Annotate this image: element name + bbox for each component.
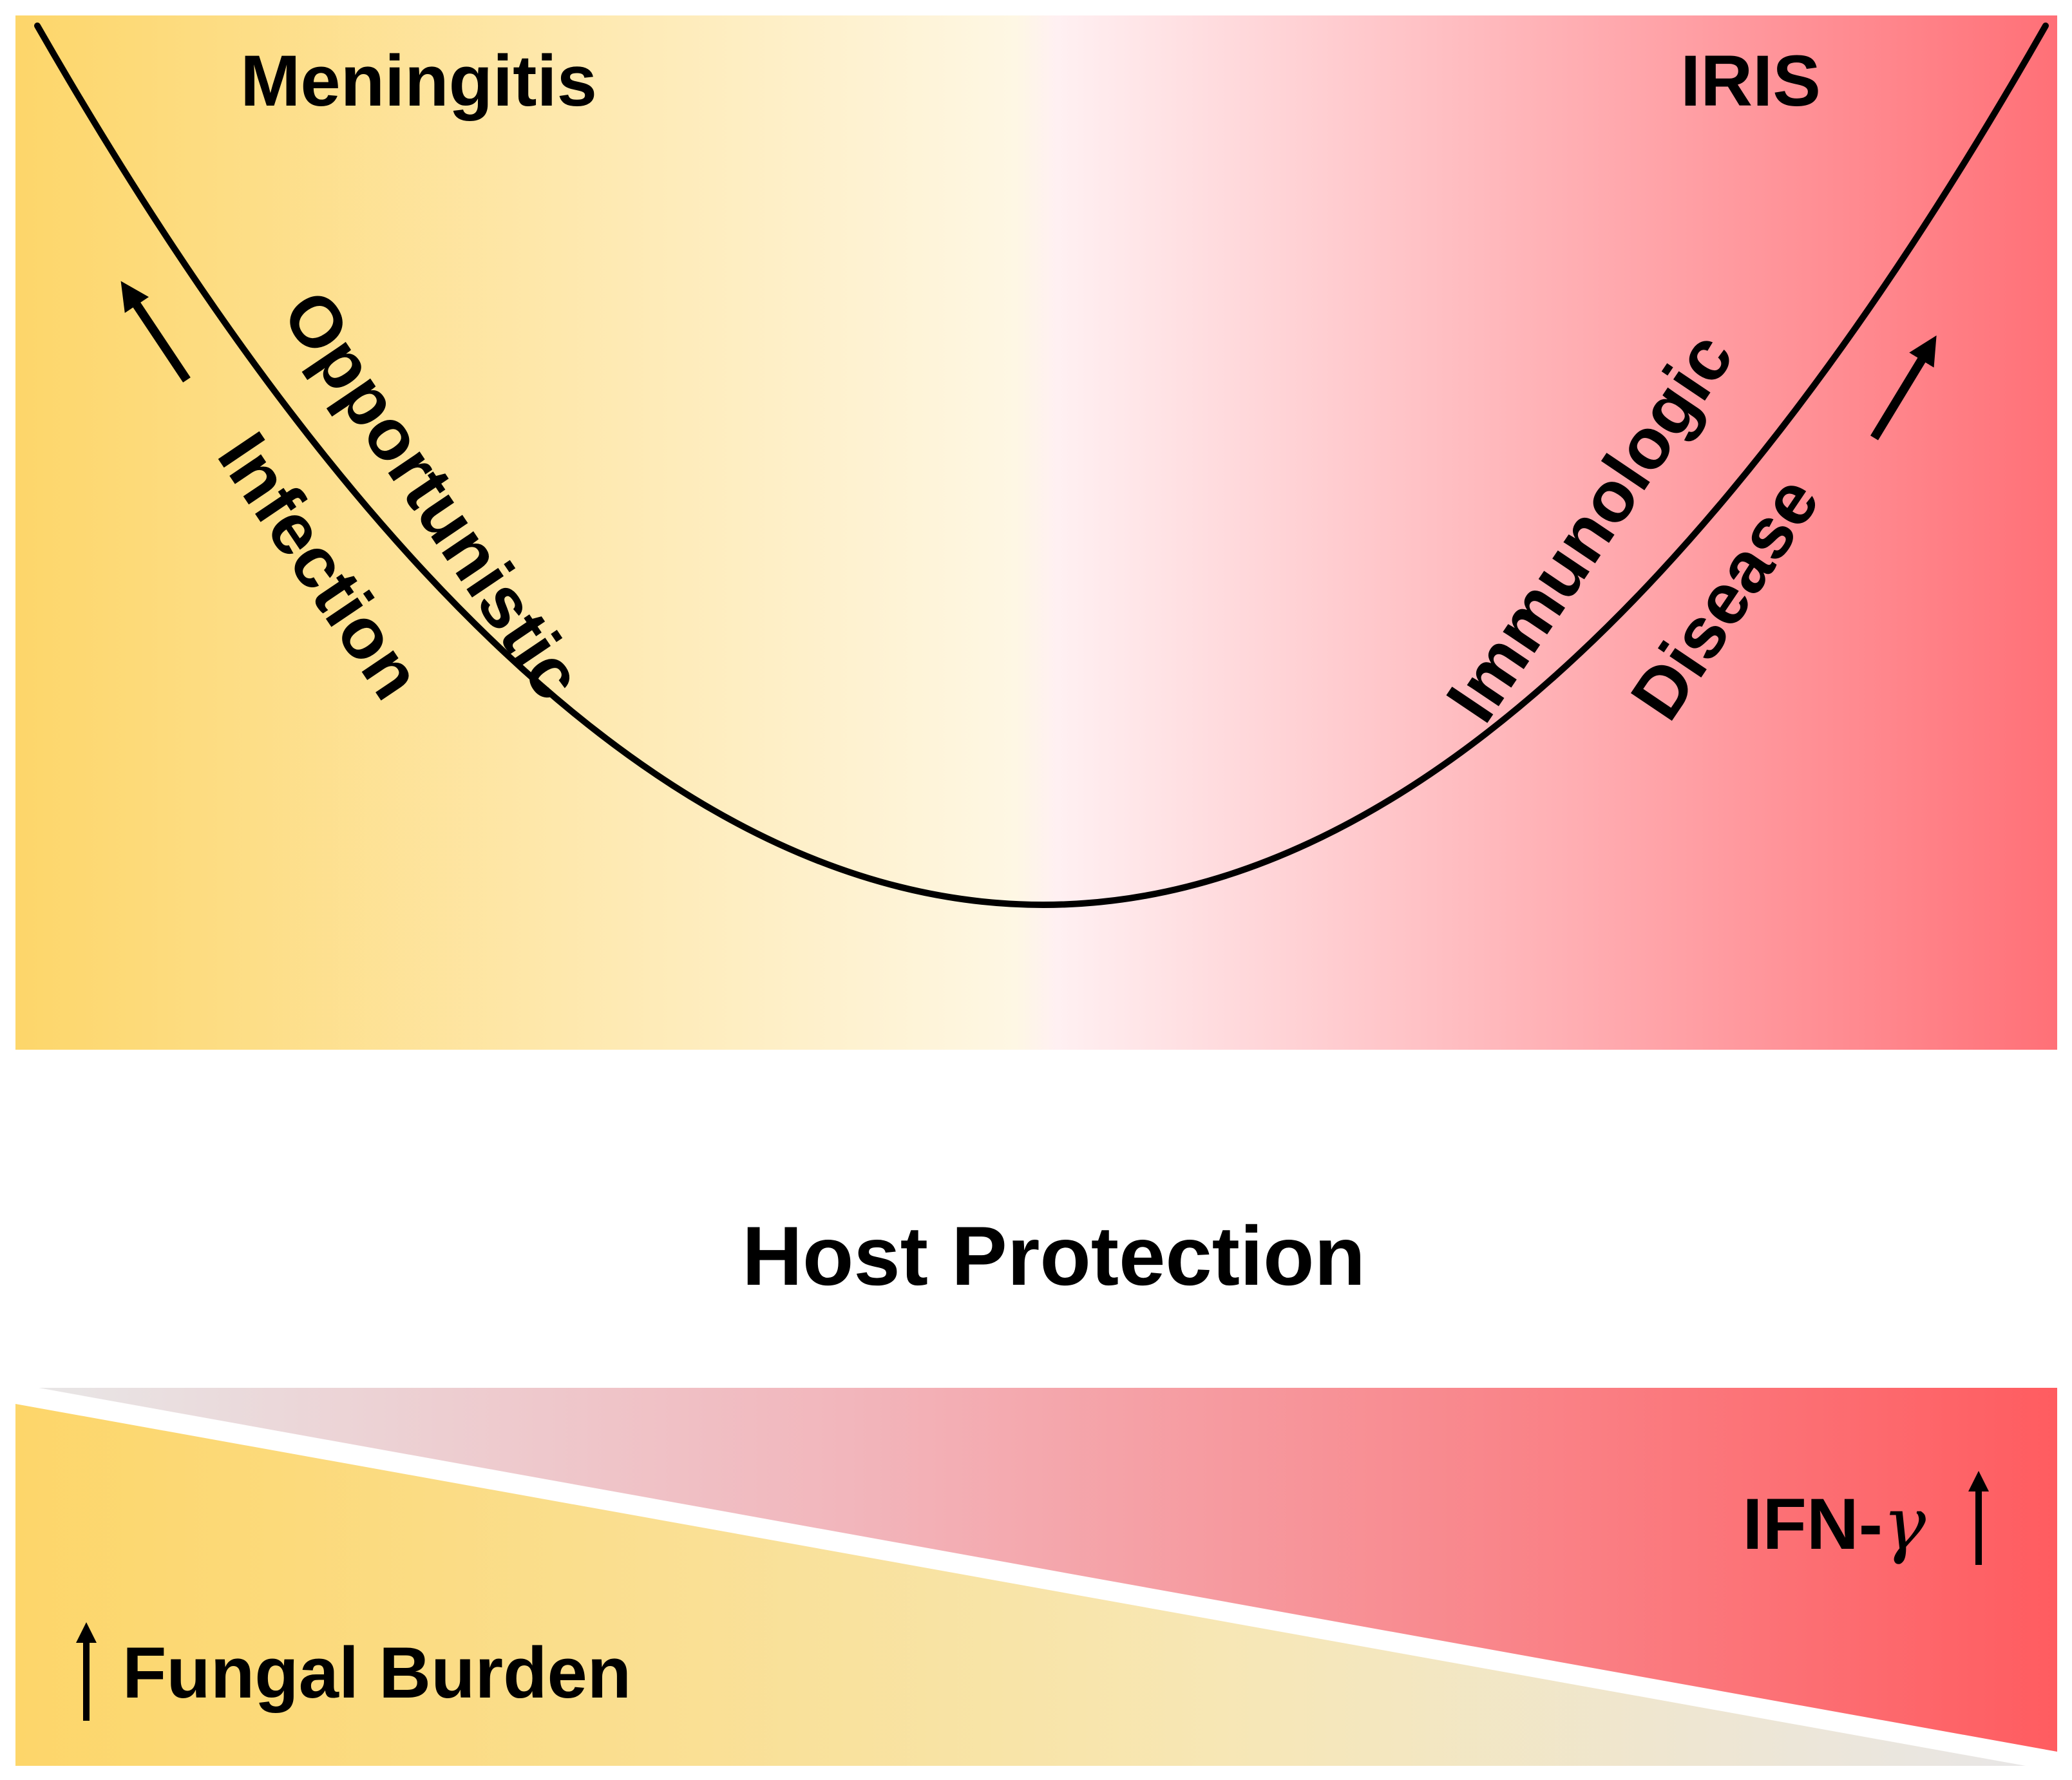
immunologic-arrow-icon (1870, 335, 1937, 440)
gamma-symbol: γ (1883, 1482, 1926, 1566)
opportunistic-arrow-icon (120, 281, 191, 383)
fungal-burden-label: Fungal Burden (122, 1633, 631, 1713)
host-response-curve (34, 23, 2049, 908)
meningitis-label: Meningitis (240, 41, 597, 121)
upper-gradient-panel (15, 15, 2057, 1050)
fungal-burden-wedge (15, 1404, 2026, 1766)
host-protection-label: Host Protection (742, 1209, 1365, 1303)
iris-label: IRIS (1680, 41, 1821, 121)
ifn-gamma-wedge (39, 1388, 2057, 1752)
ifn-gamma-label: IFN-γ (1742, 1482, 1926, 1566)
